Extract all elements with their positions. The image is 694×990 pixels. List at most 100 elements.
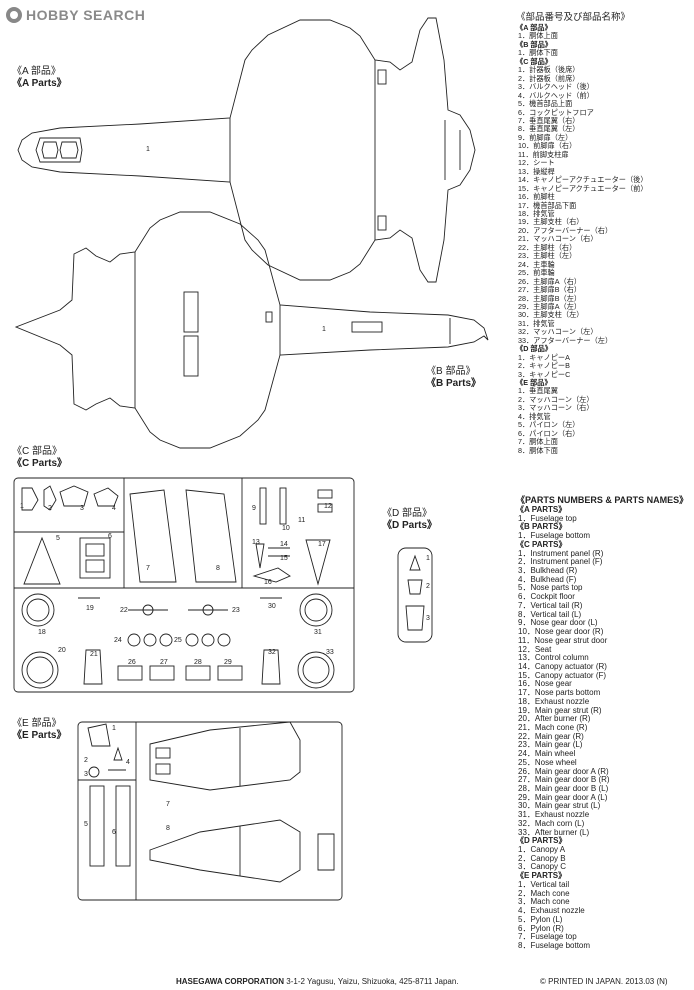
list-item: 20．アフターバーナー（右） xyxy=(518,225,613,235)
svg-text:28: 28 xyxy=(194,659,202,666)
label-e-parts: 《E 部品》 《E Parts》 xyxy=(12,718,67,741)
list-item: 31．Exhaust nozzle xyxy=(518,810,590,820)
list-item: 1．Fuselage top xyxy=(518,513,577,523)
jp-list-header: 《部品番号及び部品名称》 xyxy=(516,12,631,23)
list-item: 1．Canopy A xyxy=(518,845,566,855)
jp-group-e-title: 《E 部品》 xyxy=(516,378,552,388)
svg-text:8: 8 xyxy=(166,825,170,832)
svg-text:2: 2 xyxy=(48,505,52,512)
list-item: 9．Nose gear door (L) xyxy=(518,618,598,628)
list-item: 2．Instrument panel (F) xyxy=(518,557,603,567)
e-parts-runner xyxy=(77,721,343,901)
footer-company: HASEGAWA CORPORATION 3-1-2 Yagusu, Yaizu… xyxy=(176,977,459,986)
footer-printed: © PRINTED IN JAPAN. 2013.03 (N) xyxy=(540,977,668,986)
list-item: 7．Fuselage top xyxy=(518,932,577,942)
svg-text:16: 16 xyxy=(264,579,272,586)
list-item: 25．前車輪 xyxy=(518,268,555,278)
list-item: 24．Main wheel xyxy=(518,749,576,759)
list-item: 2．キャノピーB xyxy=(518,361,570,371)
en-group-b-title: 《B PARTS》 xyxy=(516,522,567,532)
list-item: 6．コックピットフロア xyxy=(518,107,594,117)
list-item: 33．アフターバーナー（左） xyxy=(518,335,613,345)
label-a-parts: 《A 部品》 《A Parts》 xyxy=(12,66,67,89)
list-item: 21．Mach cone (R) xyxy=(518,722,588,732)
en-group-a-title: 《A PARTS》 xyxy=(516,505,567,514)
list-item: 20．After burner (R) xyxy=(518,714,591,724)
list-item: 11．前脚支柱扉 xyxy=(518,149,569,159)
jp-group-c-title: 《C 部品》 xyxy=(516,56,552,66)
list-item: 8．Vertical tail (L) xyxy=(518,609,582,619)
list-item: 19．Main gear strut (R) xyxy=(518,705,602,715)
list-item: 32．マッハコーン（左） xyxy=(518,327,598,337)
list-item: 6．パイロン（右） xyxy=(518,428,580,438)
list-item: 8．Fuselage bottom xyxy=(518,940,591,950)
svg-text:21: 21 xyxy=(90,651,98,658)
svg-text:25: 25 xyxy=(174,637,182,644)
svg-text:20: 20 xyxy=(58,647,66,654)
list-item: 26．Main gear door A (R) xyxy=(518,766,609,776)
list-item: 3．Canopy C xyxy=(518,862,567,872)
svg-text:3: 3 xyxy=(426,615,430,622)
list-item: 10．Nose gear door (R) xyxy=(518,627,604,637)
svg-text:1: 1 xyxy=(426,555,430,562)
list-item: 27．Main gear door B (R) xyxy=(518,775,610,785)
list-item: 3．バルクヘッド（後） xyxy=(518,82,594,92)
svg-text:4: 4 xyxy=(112,505,116,512)
list-item: 33．After burner (L) xyxy=(518,827,590,837)
list-item: 2．計器板（前席） xyxy=(518,73,580,83)
list-item: 5．機首部品上面 xyxy=(518,99,573,109)
list-item: 7．Vertical tail (R) xyxy=(518,600,583,610)
list-item: 4．Exhaust nozzle xyxy=(518,906,585,916)
svg-text:1: 1 xyxy=(112,725,116,732)
list-item: 22．主脚柱（右） xyxy=(518,242,577,252)
list-item: 25．Nose wheel xyxy=(518,757,577,767)
svg-text:2: 2 xyxy=(84,757,88,764)
list-item: 3．マッハコーン（右） xyxy=(518,403,594,413)
svg-text:6: 6 xyxy=(112,829,116,836)
list-item: 29．主脚扉A（左） xyxy=(518,301,582,311)
jp-group-d-title: 《D 部品》 xyxy=(516,344,552,354)
list-item: 4．バルクヘッド（前） xyxy=(518,90,594,100)
b-part-number-1: 1 xyxy=(322,326,326,333)
list-item: 27．主脚扉B（右） xyxy=(518,285,582,295)
svg-text:7: 7 xyxy=(146,565,150,572)
list-item: 18．排気管 xyxy=(518,208,555,218)
list-item: 11．Nose gear strut door xyxy=(518,635,608,645)
en-group-d-title: 《D PARTS》 xyxy=(516,836,567,846)
list-item: 16．Nose gear xyxy=(518,679,572,689)
svg-text:3: 3 xyxy=(84,771,88,778)
list-item: 5．Nose parts top xyxy=(518,583,583,593)
jp-group-b-title: 《B 部品》 xyxy=(516,39,552,49)
list-item: 24．主車輪 xyxy=(518,259,555,269)
list-item: 3．キャノピーC xyxy=(518,369,571,379)
svg-text:17: 17 xyxy=(318,541,326,548)
list-item: 30．主脚支柱（左） xyxy=(518,310,584,320)
list-item: 22．Main gear (R) xyxy=(518,731,584,741)
list-item: 32．Mach corn (L) xyxy=(518,818,585,828)
list-item: 9．前脚扉（左） xyxy=(518,132,573,142)
d-part-numbers: 1 2 3 xyxy=(426,555,430,622)
e-part-numbers: 1 2 3 4 5 6 7 8 xyxy=(84,725,170,836)
svg-text:18: 18 xyxy=(38,629,46,636)
list-item: 10．前脚扉（右） xyxy=(518,141,577,151)
list-item: 1．キャノピーA xyxy=(518,352,570,362)
a-part-number-1: 1 xyxy=(146,146,150,153)
list-item: 31．排気管 xyxy=(518,318,555,328)
list-item: 6．Cockpit floor xyxy=(518,592,575,602)
svg-text:24: 24 xyxy=(114,637,122,644)
svg-text:12: 12 xyxy=(324,503,332,510)
en-list-header: 《PARTS NUMBERS & PARTS NAMES》 xyxy=(516,495,689,505)
list-item: 5．パイロン（左） xyxy=(518,420,580,430)
list-item: 2．Canopy B xyxy=(518,853,566,863)
svg-text:9: 9 xyxy=(252,505,256,512)
svg-text:7: 7 xyxy=(166,801,170,808)
svg-text:33: 33 xyxy=(326,649,334,656)
list-item: 21．マッハコーン（右） xyxy=(518,234,598,244)
list-item: 15．キャノピーアクチュエーター（前） xyxy=(518,183,648,193)
b-parts-fuselage-bottom: 1 xyxy=(14,211,489,449)
svg-text:11: 11 xyxy=(298,517,305,524)
svg-text:26: 26 xyxy=(128,659,136,666)
list-item: 1．胴体下面 xyxy=(518,48,558,58)
svg-text:10: 10 xyxy=(282,525,290,532)
list-item: 12．Seat xyxy=(518,644,552,654)
